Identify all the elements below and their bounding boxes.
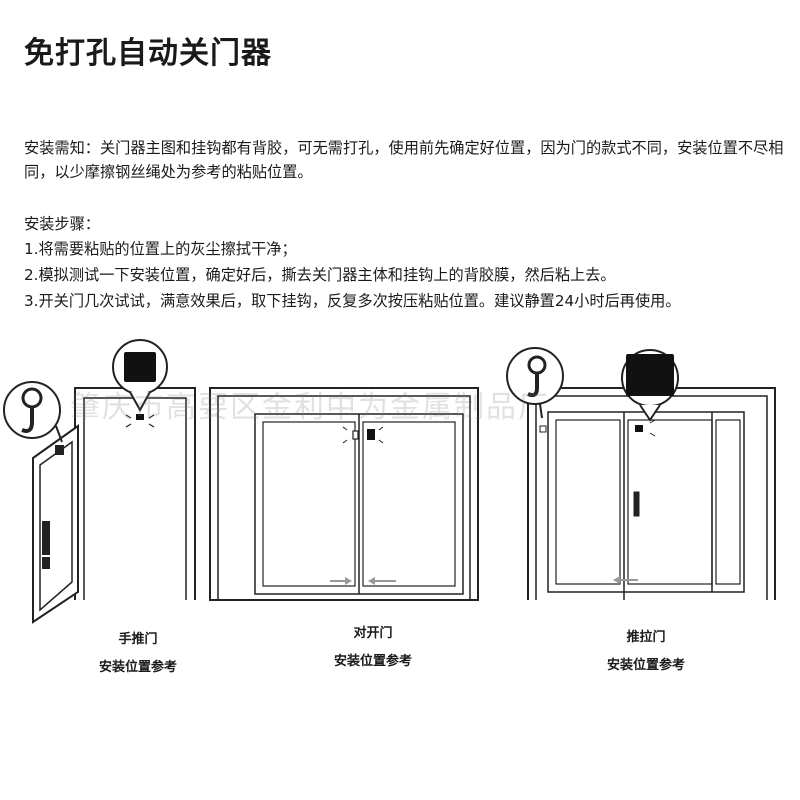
closer-callout-3 — [621, 349, 679, 437]
page-title: 免打孔自动关门器 — [24, 36, 272, 71]
caption-name: 对开门 — [353, 626, 393, 641]
door-diagrams — [3, 339, 776, 624]
step-item: 3.开关门几次试试，满意效果后，取下挂钩，反复多次按压粘贴位置。建议静置24小时… — [24, 292, 681, 310]
caption-double-door: 对开门 安装位置参考 — [320, 622, 426, 669]
steps-list: 1.将需要粘贴的位置上的灰尘擦拭干净； 2.模拟测试一下安装位置，确定好后，撕去… — [24, 236, 681, 314]
double-door-closer — [342, 426, 384, 444]
swing-door-diagram — [32, 387, 196, 624]
closer-callout-1 — [112, 339, 168, 428]
step-item: 2.模拟测试一下安装位置，确定好后，撕去关门器主体和挂钩上的背胶膜，然后粘上去。 — [24, 266, 616, 284]
caption-sliding-door: 推拉门 安装位置参考 — [596, 626, 696, 673]
caption-swing-door: 手推门 安装位置参考 — [90, 628, 186, 675]
sliding-door-arrow — [613, 576, 638, 584]
hook-callout-1 — [3, 381, 63, 443]
step-item: 1.将需要粘贴的位置上的灰尘擦拭干净； — [24, 240, 297, 258]
install-notice: 安装需知：关门器主图和挂钩都有背胶，可无需打孔，使用前先确定好位置，因为门的款式… — [24, 139, 784, 181]
caption-name: 推拉门 — [626, 630, 666, 645]
caption-sub: 安装位置参考 — [98, 660, 177, 675]
caption-sub: 安装位置参考 — [606, 658, 685, 673]
sliding-door-diagram — [527, 387, 776, 600]
double-door-arrows — [330, 577, 396, 585]
caption-name: 手推门 — [118, 632, 158, 647]
double-door-diagram — [209, 387, 479, 601]
steps-title: 安装步骤： — [24, 215, 100, 233]
hook-callout-3 — [506, 347, 564, 419]
watermark-text: 肇庆市高要区金利中为金属制品厂 — [70, 390, 550, 425]
caption-sub: 安装位置参考 — [333, 654, 412, 669]
